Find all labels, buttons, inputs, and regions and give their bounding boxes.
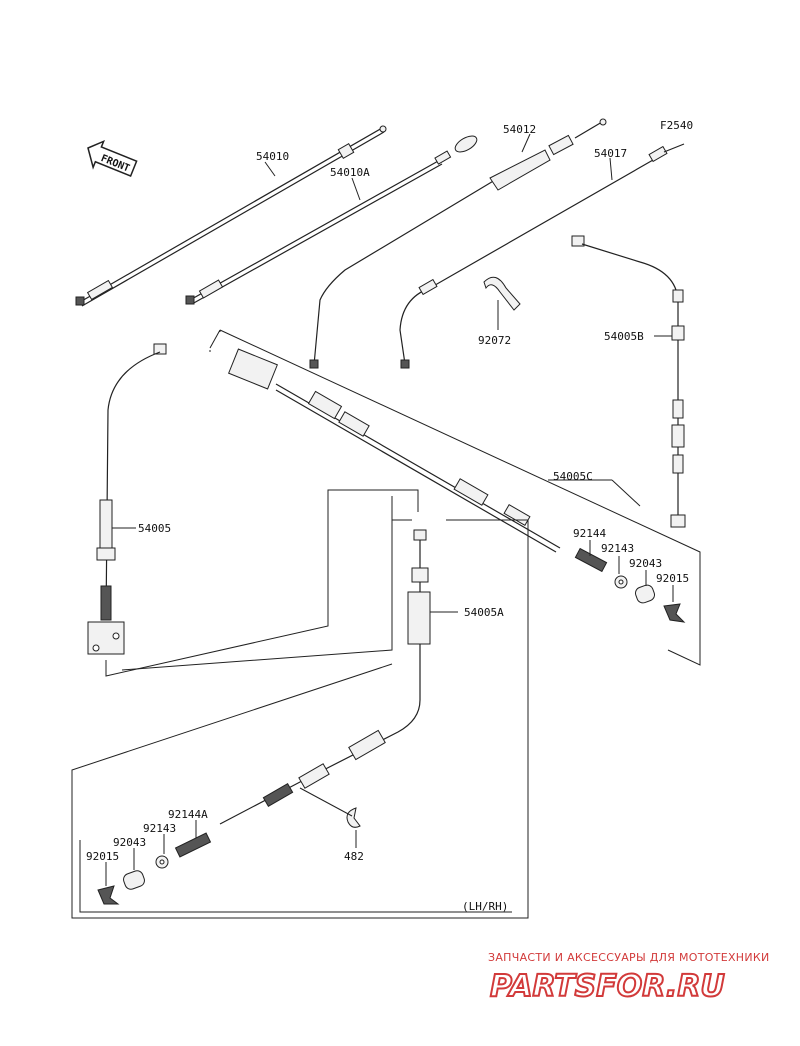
- label-54017: 54017: [594, 147, 627, 160]
- cable-54005: [87, 343, 167, 655]
- label-54005A: 54005A: [464, 606, 504, 619]
- watermark-tagline: ЗАПЧАСТИ И АКСЕССУАРЫ ДЛЯ МОТОТЕХНИКИ: [488, 951, 770, 964]
- watermark-brand: PARTSFOR.RU: [490, 969, 725, 1004]
- cable-54005B: [571, 235, 686, 528]
- box-54005C: [209, 329, 701, 666]
- label-54005: 54005: [138, 522, 171, 535]
- label-54012: 54012: [503, 123, 536, 136]
- cable-54010: [75, 125, 387, 307]
- label-92015-lower: 92015: [86, 850, 119, 863]
- label-92015: 92015: [656, 572, 689, 585]
- label-54010A: 54010A: [330, 166, 370, 179]
- variant-note: (LH/RH): [462, 900, 508, 913]
- label-92072: 92072: [478, 334, 511, 347]
- label-54005C: 54005C: [553, 470, 593, 483]
- label-92144: 92144: [573, 527, 606, 540]
- label-92143: 92143: [601, 542, 634, 555]
- cable-54017: [399, 143, 685, 369]
- box-54005A: [71, 519, 529, 919]
- label-92043: 92043: [629, 557, 662, 570]
- clamp-92072: [483, 276, 521, 311]
- label-54005B: 54005B: [604, 330, 644, 343]
- label-54010: 54010: [256, 150, 289, 163]
- label-482: 482: [344, 850, 364, 863]
- label-92144A: 92144A: [168, 808, 208, 821]
- front-arrow-icon: FRONT: [87, 139, 138, 177]
- label-92043-lower: 92043: [113, 836, 146, 849]
- figure-code: F2540: [660, 119, 693, 132]
- cable-54010A: [185, 135, 478, 305]
- label-92143-lower: 92143: [143, 822, 176, 835]
- cable-54012: [309, 118, 607, 369]
